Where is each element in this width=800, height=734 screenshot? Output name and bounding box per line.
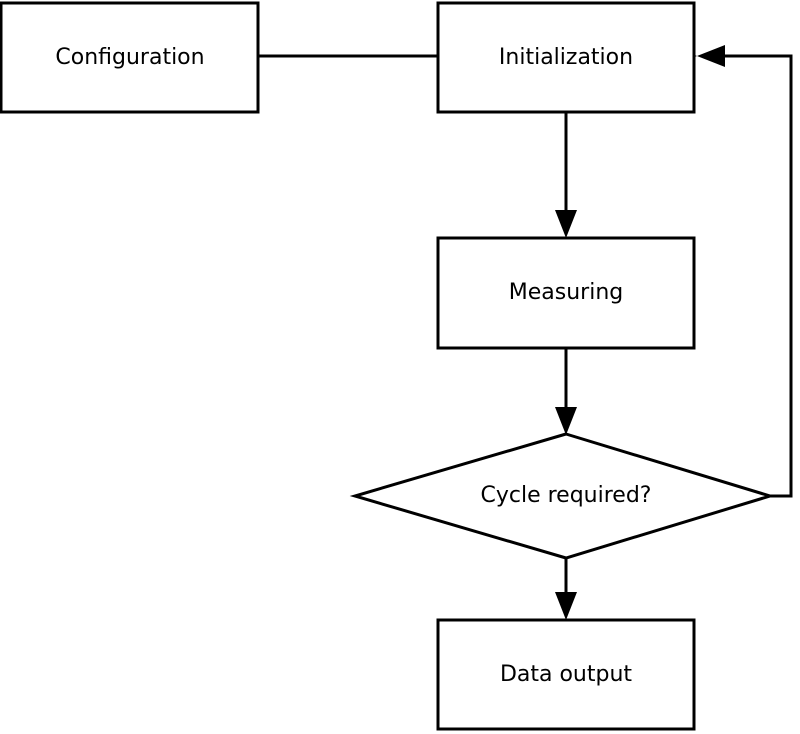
node-configuration-label: Configuration bbox=[55, 45, 204, 70]
node-data-output-rect[interactable] bbox=[436, 618, 696, 731]
arrow-head-initialization-to-measuring bbox=[555, 210, 577, 238]
edge-cycle-required-to-data-output bbox=[555, 558, 577, 620]
edge-line-cycle-required-to-initialization bbox=[705, 54, 793, 498]
node-initialization[interactable]: Initialization bbox=[436, 1, 696, 114]
arrow-head-measuring-to-cycle-required bbox=[555, 407, 577, 435]
node-configuration[interactable]: Configuration bbox=[0, 1, 260, 114]
node-measuring-rect[interactable] bbox=[436, 236, 696, 350]
arrow-head-cycle-required-to-data-output bbox=[555, 592, 577, 620]
node-measuring[interactable]: Measuring bbox=[436, 236, 696, 350]
arrow-head-cycle-required-to-initialization bbox=[697, 45, 725, 67]
node-cycle-required-diamond[interactable] bbox=[349, 432, 776, 560]
node-cycle-required-label: Cycle required? bbox=[481, 483, 652, 508]
node-initialization-label: Initialization bbox=[499, 45, 633, 70]
nodes-layer: Configuration Initialization Measuring C… bbox=[0, 1, 776, 731]
node-measuring-label: Measuring bbox=[509, 280, 623, 305]
node-cycle-required[interactable]: Cycle required? bbox=[349, 432, 776, 560]
edge-cycle-required-to-initialization bbox=[697, 45, 793, 498]
edge-initialization-to-measuring bbox=[555, 112, 577, 238]
node-configuration-rect[interactable] bbox=[0, 1, 260, 114]
node-data-output-label: Data output bbox=[500, 662, 632, 687]
edge-measuring-to-cycle-required bbox=[555, 348, 577, 435]
node-initialization-rect[interactable] bbox=[436, 1, 696, 114]
node-data-output[interactable]: Data output bbox=[436, 618, 696, 731]
